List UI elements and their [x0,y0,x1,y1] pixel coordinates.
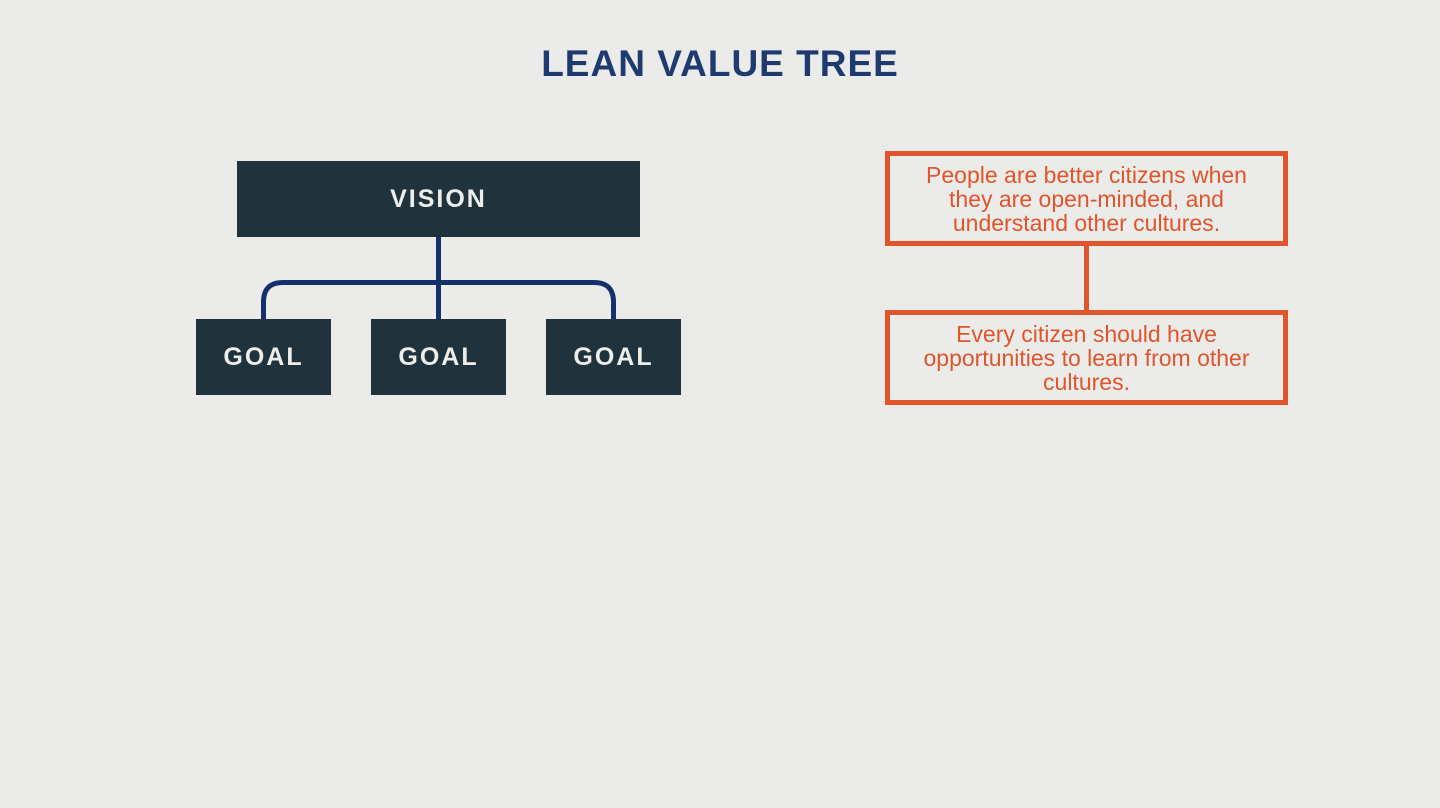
goal-node-3: GOAL [546,319,681,395]
goal-node-1: GOAL [196,319,331,395]
vision-node: VISION [237,161,640,237]
annotation-note-1: People are better citizens when they are… [885,151,1288,246]
goal-node-2: GOAL [371,319,506,395]
goal-branch-rail-connector-line [261,280,616,319]
annotation-note-2: Every citizen should have opportunities … [885,310,1288,405]
vision-node-label: VISION [390,184,487,213]
goal-node-3-label: GOAL [573,342,654,371]
page-title: LEAN VALUE TREE [541,43,899,84]
annotation-note-2-text: Every citizen should have opportunities … [923,320,1250,395]
annotation-note-1-text: People are better citizens when they are… [926,161,1247,236]
goal-node-2-label: GOAL [398,342,479,371]
goal-node-1-label: GOAL [223,342,304,371]
